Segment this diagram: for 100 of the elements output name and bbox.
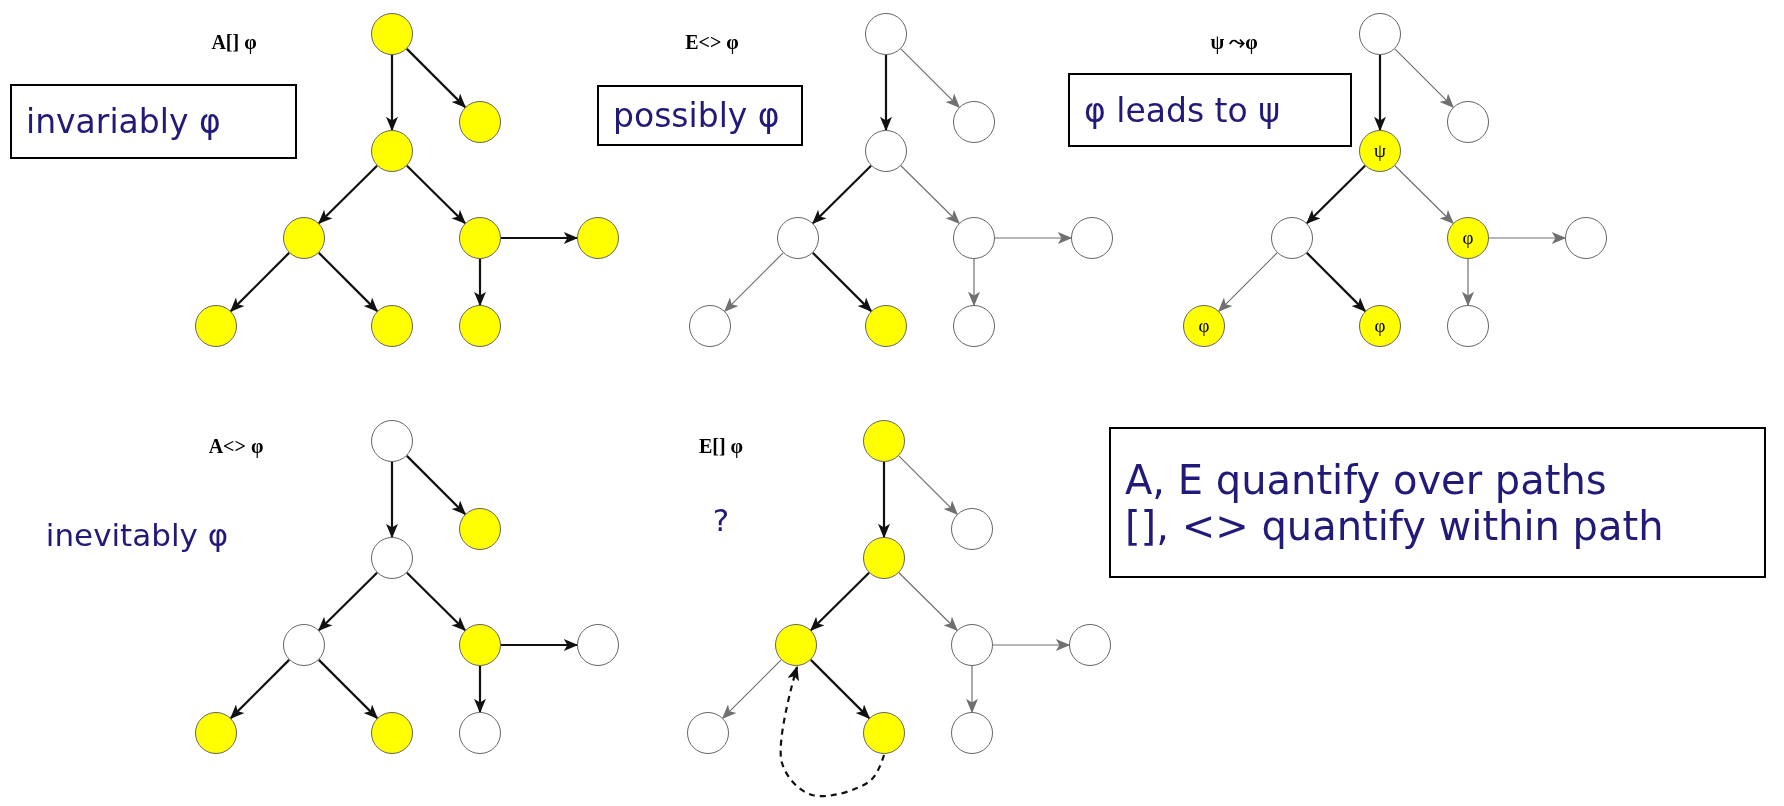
arrow xyxy=(966,665,978,714)
state-circle xyxy=(371,13,413,55)
arrow xyxy=(1394,48,1454,108)
arrow xyxy=(386,55,398,132)
arrow xyxy=(810,571,870,632)
arrow xyxy=(406,571,466,632)
state-circle xyxy=(1271,217,1313,259)
arrow xyxy=(474,259,486,307)
arrow xyxy=(406,455,466,515)
state-circle xyxy=(459,217,501,259)
state-circle xyxy=(195,712,237,754)
annotation-text: inevitably φ xyxy=(45,517,229,553)
arrow xyxy=(386,462,398,539)
arrow xyxy=(724,252,784,312)
box-text: [], <> quantify within path xyxy=(1125,502,1665,549)
state-circle xyxy=(951,508,993,550)
state-circle xyxy=(577,217,619,259)
state-label: ψ xyxy=(1374,140,1386,162)
arrow xyxy=(900,165,960,225)
arrow xyxy=(812,164,872,225)
text-box xyxy=(597,85,803,146)
arrow xyxy=(1218,252,1278,312)
arrow xyxy=(994,232,1073,244)
state-circle xyxy=(687,712,729,754)
arrow xyxy=(900,48,960,108)
state-circle xyxy=(371,420,413,462)
arrow xyxy=(968,258,980,307)
arrow xyxy=(474,666,486,714)
text-box xyxy=(10,84,297,159)
arrow xyxy=(406,164,466,225)
arrow xyxy=(318,571,378,632)
state-circle xyxy=(283,624,325,666)
arrow xyxy=(318,659,378,719)
box-text: possibly φ xyxy=(613,96,781,135)
state-circle xyxy=(1447,305,1489,347)
arrow xyxy=(1462,258,1474,307)
state-circle xyxy=(1447,101,1489,143)
state-circle xyxy=(865,13,907,55)
state-circle xyxy=(775,624,817,666)
state-circle xyxy=(459,508,501,550)
state-circle xyxy=(1359,13,1401,55)
state-circle xyxy=(1359,130,1401,172)
arrow xyxy=(318,252,378,312)
state-circle xyxy=(863,537,905,579)
state-circle xyxy=(371,537,413,579)
annotation-text: ? xyxy=(712,502,730,538)
arrow xyxy=(880,55,892,132)
arrow xyxy=(898,572,958,632)
state-circle xyxy=(953,101,995,143)
state-circle xyxy=(459,624,501,666)
formula-label: ψ ⤳φ xyxy=(1210,30,1258,54)
formula-label: E[] φ xyxy=(698,434,744,458)
state-circle xyxy=(689,305,731,347)
state-circle xyxy=(195,305,237,347)
state-circle xyxy=(1183,305,1225,347)
state-circle xyxy=(371,305,413,347)
state-circle xyxy=(1071,217,1113,259)
state-circle xyxy=(863,420,905,462)
formula-label: A<> φ xyxy=(208,434,264,458)
box-text: φ leads to ψ xyxy=(1084,90,1281,130)
state-circle xyxy=(953,305,995,347)
state-circle xyxy=(577,624,619,666)
arrow xyxy=(1306,164,1366,225)
arrow xyxy=(318,164,378,225)
arrow xyxy=(230,252,290,312)
state-circle xyxy=(1069,624,1111,666)
arrow xyxy=(230,659,290,719)
arrow xyxy=(812,252,872,312)
arrow xyxy=(722,659,782,719)
arrow xyxy=(406,48,466,108)
arrow xyxy=(779,665,886,798)
state-label: φ xyxy=(1374,315,1386,337)
state-label: φ xyxy=(1462,227,1474,249)
state-label: φ xyxy=(1198,315,1210,337)
arrow xyxy=(898,455,958,515)
state-circle xyxy=(459,101,501,143)
arrow xyxy=(1306,252,1366,312)
arrow xyxy=(1394,165,1454,225)
arrow xyxy=(501,639,579,651)
formula-label: E<> φ xyxy=(685,30,739,54)
state-circle xyxy=(951,712,993,754)
text-box xyxy=(1068,73,1352,147)
arrow xyxy=(878,462,890,539)
state-circle xyxy=(863,712,905,754)
state-circle xyxy=(865,305,907,347)
arrow xyxy=(1488,232,1567,244)
text-box xyxy=(1109,427,1766,578)
arrow xyxy=(810,659,870,719)
state-circle xyxy=(953,217,995,259)
state-circle xyxy=(371,130,413,172)
box-text: invariably φ xyxy=(26,102,222,141)
box-text: A, E quantify over paths xyxy=(1125,456,1608,503)
state-circle xyxy=(459,712,501,754)
state-circle xyxy=(1565,217,1607,259)
state-circle xyxy=(1447,217,1489,259)
state-circle xyxy=(777,217,819,259)
arrow xyxy=(1374,55,1386,132)
arrow xyxy=(992,639,1071,651)
state-circle xyxy=(1359,305,1401,347)
state-circle xyxy=(865,130,907,172)
